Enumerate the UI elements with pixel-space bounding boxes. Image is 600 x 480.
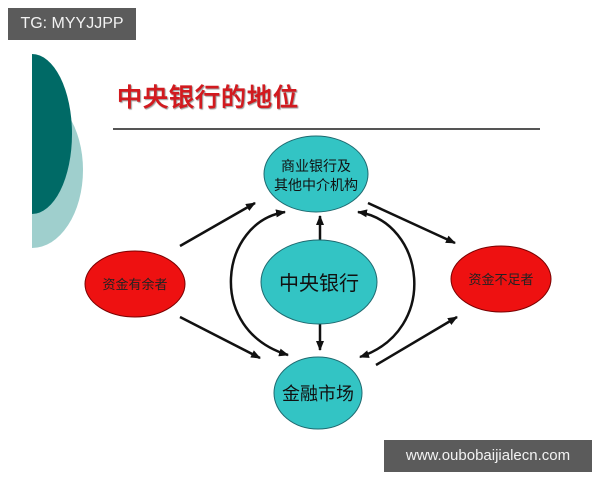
node-central-bank: 中央银行 [260,239,378,325]
svg-text:商业银行及: 商业银行及 [281,159,351,175]
svg-text:资金不足者: 资金不足者 [468,272,533,288]
slide-title: 中央银行的地位 [117,83,300,112]
title-divider [113,128,540,130]
curve-left-banks-market [229,209,289,357]
curve-right-banks-market [357,209,416,359]
arrow-surplus-to-banks [179,201,256,248]
svg-text:中央银行: 中央银行 [279,271,359,295]
svg-text:其他中介机构: 其他中介机构 [274,178,358,194]
node-fund-deficit: 资金不足者 [450,245,552,313]
decorative-circles [32,54,83,248]
svg-text:金融市场: 金融市场 [282,384,354,405]
arrow-banks-to-deficit [367,201,456,245]
top-tag-label: TG: MYYJJPP [8,8,136,40]
arrow-surplus-to-market [179,315,261,360]
node-fund-surplus: 资金有余者 [84,250,186,318]
arrows [179,201,458,367]
watermark-url: www.oubobaijialecn.com [384,440,592,472]
arrow-market-to-deficit [375,315,458,367]
node-commercial-banks: 商业银行及 其他中介机构 [263,135,369,213]
svg-text:资金有余者: 资金有余者 [102,277,167,293]
node-financial-market: 金融市场 [273,356,363,430]
